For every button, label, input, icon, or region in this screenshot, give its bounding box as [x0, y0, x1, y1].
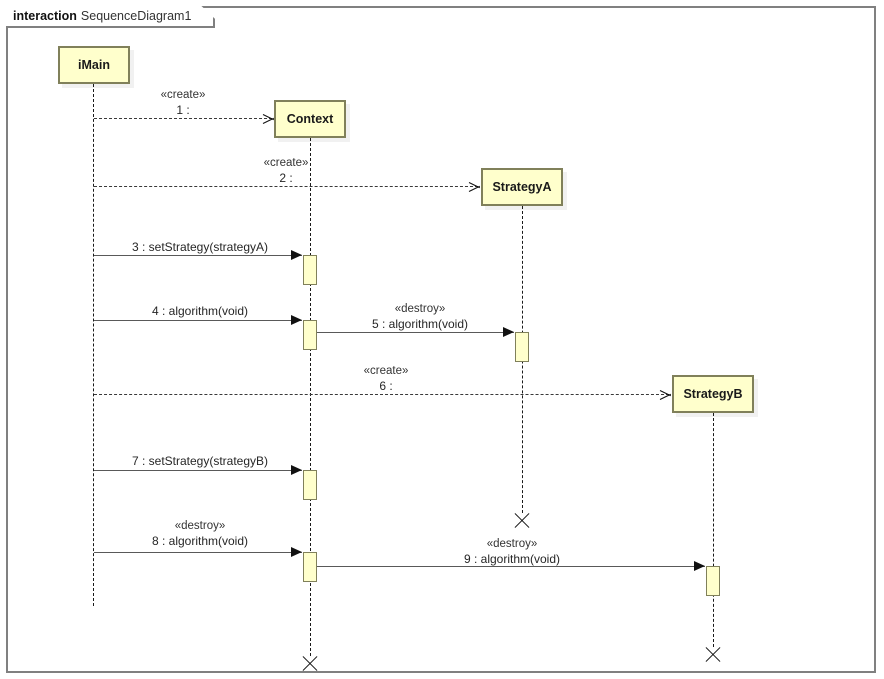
message-line-m9[interactable]: [317, 566, 705, 567]
lifeline-line-strategyb: [713, 413, 714, 647]
destruction-x-icon-strategya: [512, 511, 532, 531]
message-line-m3[interactable]: [94, 255, 302, 256]
message-text: 6 :: [379, 379, 393, 393]
activation-bar-act-ctx-3[interactable]: [303, 255, 317, 285]
destruction-x-icon-context: [300, 654, 320, 674]
interaction-frame-tab[interactable]: interaction SequenceDiagram1: [6, 6, 215, 28]
lifeline-label: StrategyB: [683, 387, 743, 401]
filled-arrowhead-icon-m4: [291, 315, 302, 325]
frame-diagram-name: SequenceDiagram1: [80, 9, 192, 23]
filled-arrowhead-icon-m8: [291, 547, 302, 557]
message-line-m8[interactable]: [94, 552, 302, 553]
open-arrowhead-icon-m1: [263, 113, 274, 124]
frame-keyword: interaction: [13, 9, 77, 23]
message-text: 5 : algorithm(void): [371, 317, 469, 331]
message-line-m7[interactable]: [94, 470, 302, 471]
filled-arrowhead-icon-m7: [291, 465, 302, 475]
lifeline-head-strategyb[interactable]: StrategyB: [672, 375, 754, 413]
activation-bar-act-sa-5[interactable]: [515, 332, 529, 362]
filled-arrowhead-icon-m5: [503, 327, 514, 337]
filled-arrowhead-icon-m3: [291, 250, 302, 260]
lifeline-label: iMain: [78, 58, 110, 72]
message-stereotype: «destroy»: [486, 538, 538, 550]
lifeline-label: Context: [286, 112, 334, 126]
lifeline-head-imain[interactable]: iMain: [58, 46, 130, 84]
message-stereotype: «destroy»: [174, 520, 226, 532]
lifeline-head-context[interactable]: Context: [274, 100, 346, 138]
message-text: 3 : setStrategy(strategyA): [131, 240, 269, 254]
message-text: 4 : algorithm(void): [151, 304, 249, 318]
activation-bar-act-ctx-7[interactable]: [303, 470, 317, 500]
activation-bar-act-ctx-8[interactable]: [303, 552, 317, 582]
activation-bar-act-ctx-4[interactable]: [303, 320, 317, 350]
message-line-m4[interactable]: [94, 320, 302, 321]
lifeline-line-context: [310, 138, 311, 656]
message-stereotype: «create»: [160, 89, 206, 101]
lifeline-head-strategya[interactable]: StrategyA: [481, 168, 563, 206]
message-line-m2[interactable]: [94, 186, 478, 187]
message-stereotype: «create»: [363, 365, 409, 377]
message-text: 1 :: [176, 103, 190, 117]
message-stereotype: «destroy»: [394, 303, 446, 315]
interaction-frame: [6, 6, 876, 673]
message-text: 9 : algorithm(void): [463, 552, 561, 566]
message-line-m6[interactable]: [94, 394, 669, 395]
open-arrowhead-icon-m2: [469, 181, 480, 192]
filled-arrowhead-icon-m9: [694, 561, 705, 571]
activation-bar-act-sb-9[interactable]: [706, 566, 720, 596]
destruction-x-icon-strategyb: [703, 645, 723, 665]
message-text: 2 :: [279, 171, 293, 185]
lifeline-label: StrategyA: [492, 180, 552, 194]
message-line-m5[interactable]: [317, 332, 514, 333]
message-text: 8 : algorithm(void): [151, 534, 249, 548]
open-arrowhead-icon-m6: [660, 389, 671, 400]
message-line-m1[interactable]: [94, 118, 272, 119]
message-text: 7 : setStrategy(strategyB): [131, 454, 269, 468]
lifeline-line-imain: [93, 84, 94, 606]
message-stereotype: «create»: [263, 157, 309, 169]
